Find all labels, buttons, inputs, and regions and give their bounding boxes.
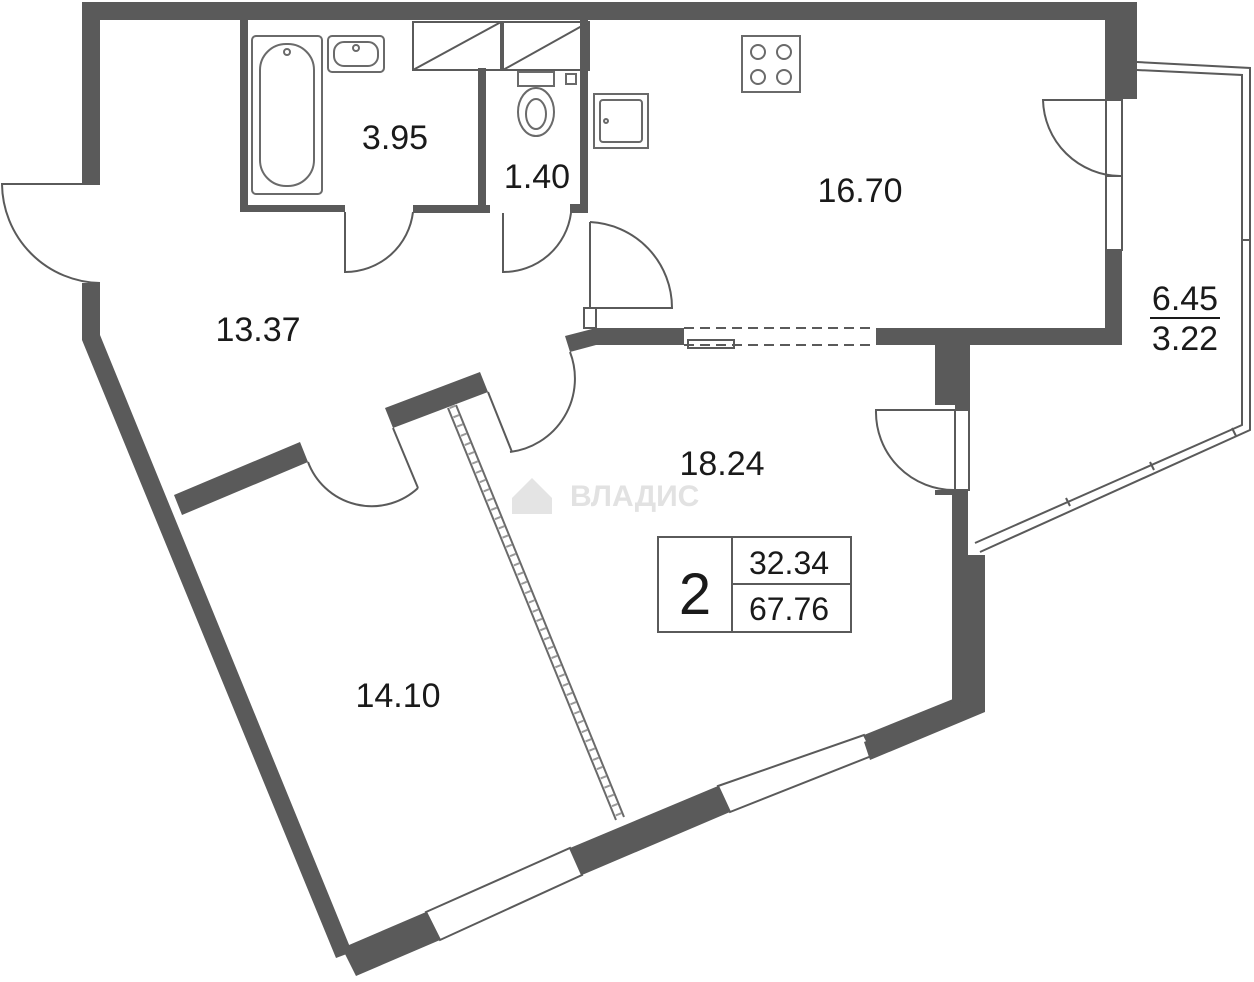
watermark-logo-icon: [512, 478, 552, 514]
wall-bottom-right: [864, 697, 968, 755]
area-balcony-reduced: 3.22: [1152, 320, 1218, 358]
wall-hall-living: [565, 328, 684, 352]
living-area: 32.34: [749, 545, 829, 581]
doors: [0, 99, 1123, 508]
wall-living-right-upper: [935, 345, 955, 405]
partition-hatched: [447, 404, 625, 821]
room-count: 2: [679, 562, 711, 627]
wall-living-top: [385, 372, 488, 428]
bathroom-door-icon: [344, 211, 414, 274]
stove-icon: [741, 35, 801, 93]
wall-bath-bottom: [413, 205, 490, 213]
wall-bath-left: [240, 20, 345, 212]
wall-right-mid: [1105, 250, 1122, 345]
area-bathroom: 3.95: [362, 119, 428, 157]
summary-box: 2 32.34 67.76: [657, 536, 852, 633]
window-living: [716, 733, 876, 814]
balcony-door-icon: [1041, 99, 1122, 177]
area-hall: 13.37: [215, 311, 300, 349]
bathtub-icon: [251, 35, 323, 195]
vent-shafts: [412, 21, 590, 71]
balcony: [974, 61, 1251, 553]
wall-toilet-right: [580, 20, 588, 212]
wall-bottom-mid: [570, 786, 730, 875]
wall-left-upper: [82, 2, 100, 184]
wall-right-upper: [1120, 2, 1137, 99]
watermark: ВЛАДИС: [512, 478, 699, 514]
area-bedroom: 14.10: [355, 677, 440, 715]
wall-kitchen-bottom: [876, 328, 1122, 410]
wall-bath-toilet: [478, 68, 486, 208]
walls: [82, 2, 1137, 976]
kitchen-opening: [583, 307, 876, 349]
wall-left-lower: [82, 283, 352, 958]
entrance-door-icon: [0, 183, 101, 284]
toilet-icon: [517, 71, 577, 137]
area-living: 18.24: [679, 445, 764, 483]
kitchen-sink-icon: [593, 93, 649, 149]
bedroom-door-icon: [307, 461, 419, 508]
total-area: 67.76: [749, 591, 829, 627]
sink-icon: [327, 35, 385, 73]
balcony-area: 6.45 3.22: [1150, 280, 1220, 358]
kitchen-door-icon: [589, 221, 674, 309]
wall-bedroom-top: [174, 442, 308, 515]
window-bedroom: [424, 846, 584, 942]
wall-bottom-left: [342, 912, 440, 976]
area-kitchen: 16.70: [817, 172, 902, 210]
area-toilet: 1.40: [504, 158, 570, 196]
living-balcony-door-icon: [874, 409, 956, 492]
wall-living-right-lower: [864, 490, 985, 760]
wall-top: [82, 2, 1137, 32]
living-door-icon: [509, 351, 576, 453]
watermark-text: ВЛАДИС: [570, 480, 699, 513]
area-balcony-total: 6.45: [1152, 280, 1218, 318]
toilet-door-icon: [502, 212, 572, 274]
